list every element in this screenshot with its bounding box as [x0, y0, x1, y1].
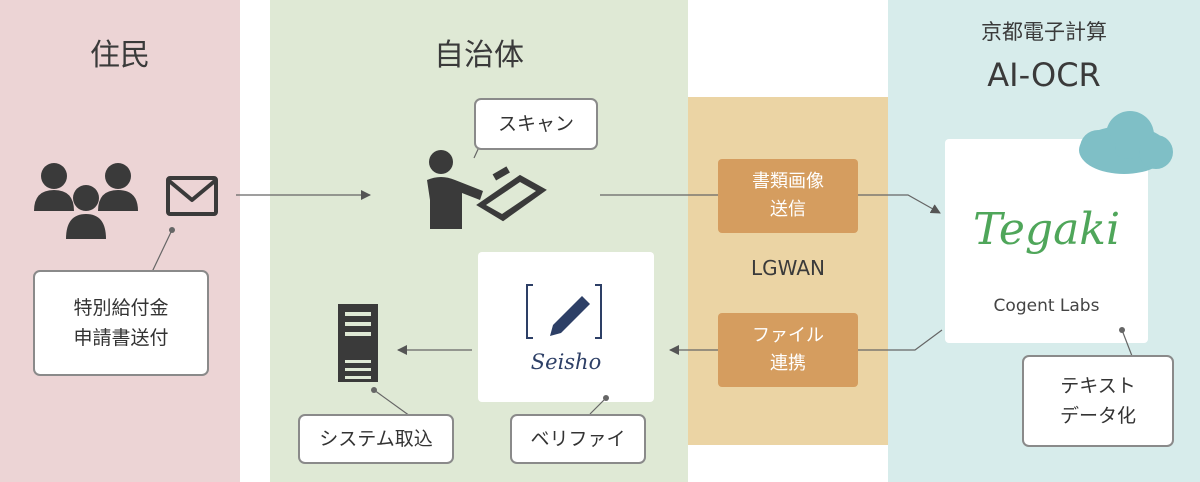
seisho-card — [478, 252, 654, 402]
seisho-logo: Seisho — [530, 350, 602, 374]
lgwan-label: LGWAN — [751, 256, 825, 280]
verify-label: ベリファイ — [510, 414, 646, 464]
file-link-box: ファイル 連携 — [718, 313, 858, 387]
cogent-labs-text: Cogent Labs — [993, 296, 1100, 316]
system-import-label: システム取込 — [298, 414, 454, 464]
tegaki-logo: Tegaki — [972, 204, 1121, 255]
lgwan-panel — [688, 97, 888, 445]
resident-panel — [0, 0, 240, 482]
scan-label: スキャン — [474, 98, 598, 150]
resident-title: 住民 — [90, 38, 150, 73]
kyoto-product-title: AI-OCR — [987, 56, 1101, 94]
kyoto-company-title: 京都電子計算 — [981, 20, 1107, 44]
send-images-box: 書類画像 送信 — [718, 159, 858, 233]
municipality-title: 自治体 — [434, 38, 524, 73]
application-send-label: 特別給付金 申請書送付 — [33, 270, 209, 376]
text-data-label: テキスト データ化 — [1022, 355, 1174, 447]
